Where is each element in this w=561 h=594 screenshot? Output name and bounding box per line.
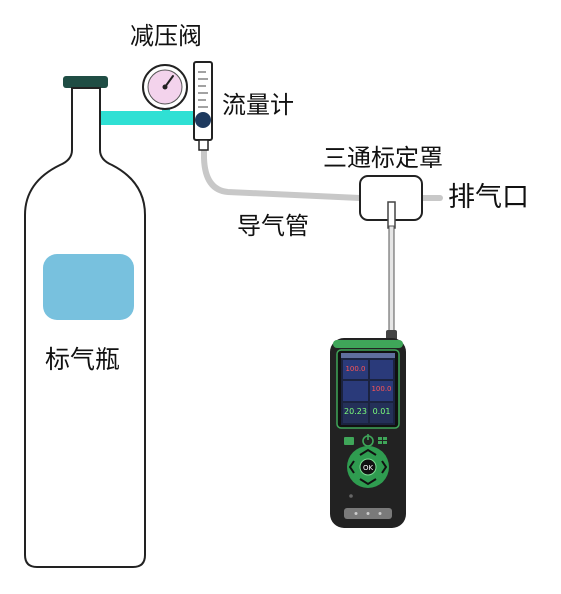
detector-reading-4: 0.01 [373, 407, 391, 416]
cylinder-body [24, 87, 146, 568]
gas-cylinder-label: 标气瓶 [45, 345, 121, 374]
battery-icon[interactable] [344, 437, 354, 445]
gas-cylinder [24, 76, 146, 568]
flow-meter-float [195, 112, 211, 128]
detector-probe [388, 225, 395, 335]
grid-icon[interactable] [378, 437, 387, 444]
ok-button[interactable] [359, 458, 377, 476]
hood-probe-inlet [387, 201, 396, 229]
gas-tube [201, 147, 363, 201]
gas-tube-label: 导气管 [237, 212, 309, 240]
cylinder-label-panel [43, 254, 134, 320]
flow-meter [193, 61, 213, 151]
calibration-hood-label: 三通标定罩 [323, 144, 443, 172]
pressure-regulator-label: 减压阀 [130, 22, 202, 50]
ok-button-label: OK [363, 464, 374, 472]
exhaust-port-label: 排气口 [448, 182, 529, 213]
cylinder-cap [63, 76, 108, 88]
detector-reading-1: 100.0 [345, 365, 365, 373]
calibration-hood [359, 175, 423, 229]
connector-pipe [101, 111, 202, 125]
detector-indicator [349, 494, 353, 498]
gas-detector: 100.0 100.0 20.23 0.01 [330, 338, 406, 528]
detector-reading-2: 100.0 [371, 385, 391, 393]
detector-reading-3: 20.23 [344, 407, 367, 416]
flow-meter-label: 流量计 [222, 91, 294, 119]
gauge-icon [142, 64, 188, 110]
detector-top-rim [333, 340, 403, 348]
